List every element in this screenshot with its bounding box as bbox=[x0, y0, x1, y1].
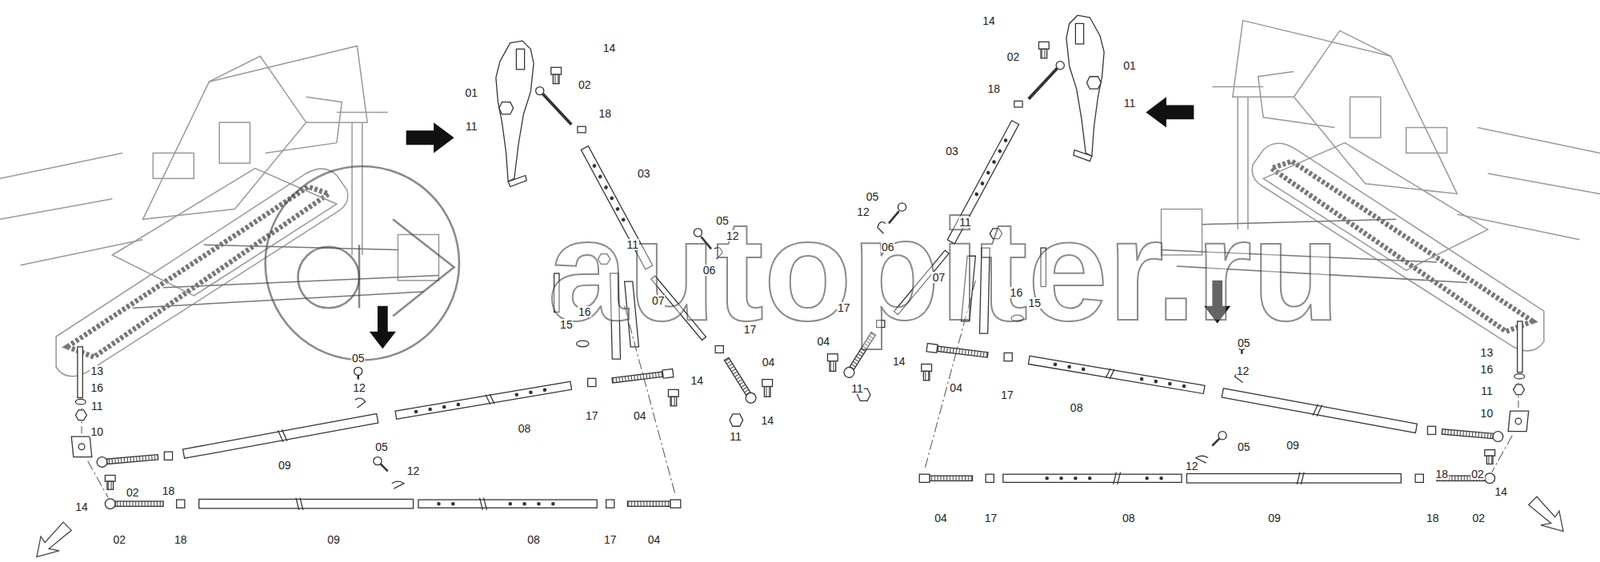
callout-number: 02 bbox=[112, 534, 127, 546]
direction-arrow bbox=[406, 122, 455, 153]
callout-number: 05 bbox=[351, 352, 366, 364]
callout-number: 08 bbox=[1121, 512, 1136, 524]
callout-number: 14 bbox=[74, 501, 89, 513]
callout-number: 16 bbox=[89, 382, 104, 394]
callout-number: 12 bbox=[352, 382, 367, 394]
callout-number: 17 bbox=[836, 302, 852, 314]
callout-number: 11 bbox=[1123, 97, 1137, 109]
bracket-part bbox=[71, 436, 92, 458]
callout-number: 11 bbox=[90, 400, 104, 412]
callout-number: 02 bbox=[1471, 512, 1486, 524]
callout-number: 09 bbox=[1285, 440, 1300, 452]
callout-number: 15 bbox=[1028, 297, 1043, 309]
watermark: autopiter.ru bbox=[548, 198, 1340, 343]
callout-number: 01 bbox=[1122, 60, 1137, 72]
callout-number: 10 bbox=[1480, 408, 1495, 420]
callout-number: 11 bbox=[626, 239, 640, 251]
callout-number: 09 bbox=[277, 460, 292, 472]
callout-number: 03 bbox=[944, 145, 960, 157]
callout-number: 17 bbox=[743, 324, 758, 336]
callout-number: 18 bbox=[987, 83, 1002, 95]
direction-arrow bbox=[369, 306, 396, 350]
callout-number: 05 bbox=[715, 215, 730, 227]
callout-number: 04 bbox=[632, 410, 648, 422]
callout-number: 14 bbox=[689, 375, 704, 387]
callout-number: 08 bbox=[517, 423, 532, 435]
callout-number: 04 bbox=[761, 356, 776, 368]
callout-number: 16 bbox=[577, 306, 592, 318]
callout-number: 05 bbox=[865, 191, 880, 203]
callout-number: 17 bbox=[1000, 389, 1015, 401]
callout-number: 12 bbox=[725, 230, 740, 242]
callout-number: 18 bbox=[161, 485, 176, 497]
left-assembly bbox=[0, 40, 773, 557]
callout-number: 12 bbox=[856, 206, 871, 218]
callout-number: 14 bbox=[760, 415, 775, 427]
callout-number: 18 bbox=[173, 534, 188, 546]
lever-part bbox=[496, 40, 534, 182]
callout-number: 11 bbox=[1480, 385, 1494, 397]
machine-sketch bbox=[0, 45, 439, 376]
callout-number: 11 bbox=[728, 431, 743, 443]
callout-number: 16 bbox=[1480, 364, 1495, 376]
callout-number: 10 bbox=[89, 426, 104, 438]
callout-number: 06 bbox=[880, 241, 896, 253]
callout-number: 02 bbox=[577, 79, 592, 91]
direction-arrow bbox=[36, 522, 72, 557]
callout-number: 18 bbox=[1425, 512, 1440, 524]
tube-part bbox=[199, 499, 414, 508]
callout-number: 09 bbox=[1267, 512, 1282, 524]
callout-number: 02 bbox=[125, 487, 140, 499]
callout-number: 16 bbox=[1009, 287, 1024, 299]
callout-number: 13 bbox=[89, 365, 104, 377]
nut-part bbox=[499, 102, 514, 115]
callout-number: 11 bbox=[850, 383, 864, 395]
callout-number: 05 bbox=[1236, 441, 1252, 453]
callout-number: 14 bbox=[602, 42, 617, 54]
callout-number: 08 bbox=[1069, 402, 1084, 414]
callout-number: 02 bbox=[1006, 51, 1021, 63]
watermark-logo bbox=[265, 166, 460, 360]
callout-number: 14 bbox=[981, 15, 996, 27]
callout-number: 11 bbox=[958, 216, 972, 228]
callout-number: 04 bbox=[933, 512, 948, 524]
callout-number: 13 bbox=[1480, 347, 1495, 359]
pin-part bbox=[77, 347, 83, 399]
callout-number: 14 bbox=[892, 356, 907, 368]
callout-number: 11 bbox=[464, 120, 479, 132]
callout-number: 17 bbox=[984, 512, 999, 524]
callout-number: 12 bbox=[1184, 460, 1200, 472]
callout-number: 07 bbox=[651, 295, 666, 307]
callout-number: 01 bbox=[464, 87, 479, 99]
callout-number: 03 bbox=[636, 168, 652, 180]
callout-number: 04 bbox=[816, 336, 832, 348]
callout-number: 04 bbox=[647, 534, 662, 546]
callout-number: 14 bbox=[1493, 486, 1508, 498]
callout-number: 06 bbox=[702, 264, 717, 276]
callout-number: 12 bbox=[1236, 365, 1251, 377]
callout-number: 07 bbox=[932, 272, 947, 284]
callout-number: 02 bbox=[1470, 468, 1485, 480]
callout-number: 18 bbox=[598, 108, 613, 120]
callout-number: 17 bbox=[603, 534, 618, 546]
callout-number: 05 bbox=[374, 441, 389, 453]
callout-number: 05 bbox=[1236, 337, 1252, 349]
callout-number: 08 bbox=[526, 534, 541, 546]
callout-number: 04 bbox=[948, 382, 964, 394]
callout-number: 18 bbox=[1435, 468, 1450, 480]
callout-number: 12 bbox=[406, 465, 421, 477]
callout-number: 09 bbox=[326, 534, 341, 546]
callout-number: 15 bbox=[559, 319, 574, 331]
callout-number: 17 bbox=[584, 410, 600, 422]
